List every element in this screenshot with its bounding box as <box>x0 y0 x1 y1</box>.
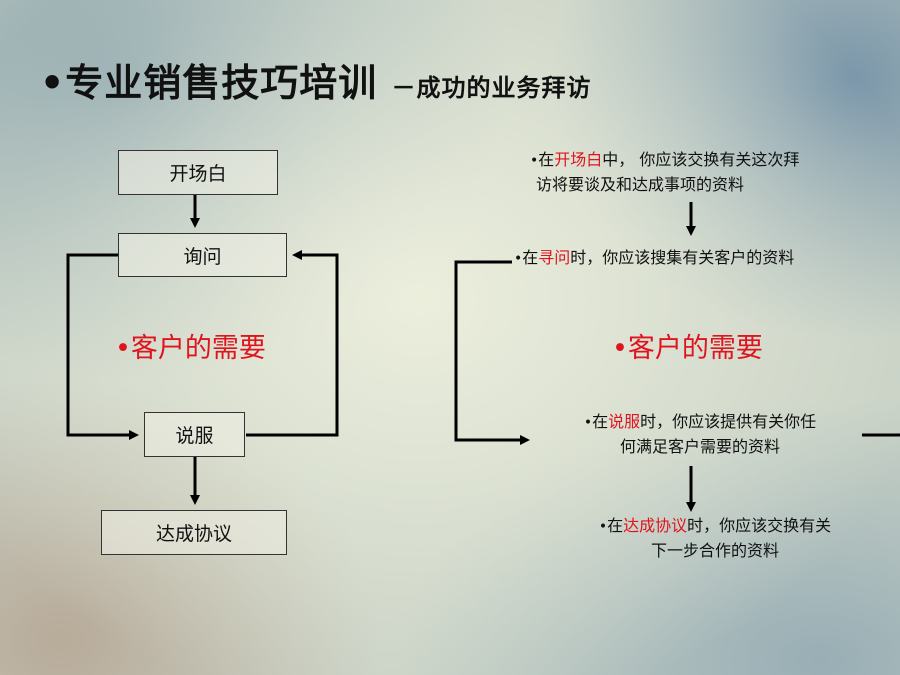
note-persuade-pre: 在 <box>592 412 609 431</box>
flow-box-persuade-label: 说服 <box>175 425 214 447</box>
note-agree-key: 达成协议 <box>623 516 688 535</box>
note-ask: •在寻问时，你应该搜集有关客户的资料 <box>514 248 795 267</box>
flow-box-agree: 达成协议 <box>101 510 287 555</box>
flow-box-ask: 询问 <box>118 233 287 277</box>
flow-center-need: •客户的需要 <box>115 333 266 364</box>
note-agree-pre: 在 <box>607 516 624 535</box>
note-opening-key: 开场白 <box>554 150 603 169</box>
note-opening-line2: 访将要谈及和达成事项的资料 <box>536 175 745 194</box>
note-agree-text: 时，你应该交换有关 <box>687 516 832 535</box>
flow-box-persuade: 说服 <box>144 412 245 457</box>
note-persuade: •在说服时，你应该提供有关你任 何满足客户需要的资料 <box>583 412 817 456</box>
note-center-need: •客户的需要 <box>612 333 763 364</box>
loop-left-ask-to-persuade <box>66 253 139 440</box>
note-opening: •在开场白中， 你应该交换有关这次拜 访将要谈及和达成事项的资料 <box>530 150 800 194</box>
note-ask-text: 时，你应该搜集有关客户的资料 <box>570 248 795 267</box>
title-main: •专业销售技巧培训 <box>40 60 378 105</box>
page-title: •专业销售技巧培训 －成功的业务拜访 <box>40 52 592 107</box>
flow-box-opening-label: 开场白 <box>169 163 227 185</box>
note-persuade-text: 时，你应该提供有关你任 <box>640 412 817 431</box>
loop-left-n2-to-n3 <box>454 260 530 445</box>
note-ask-pre: 在 <box>522 248 539 267</box>
flow-box-ask-label: 询问 <box>183 245 222 268</box>
note-persuade-key: 说服 <box>608 412 641 431</box>
loop-right-persuade-to-ask <box>246 250 339 437</box>
note-persuade-line2: 何满足客户需要的资料 <box>619 437 780 456</box>
note-opening-pre: 在 <box>538 150 555 169</box>
note-agree-line2: 下一步合作的资料 <box>650 541 779 560</box>
title-subtitle: －成功的业务拜访 <box>391 73 592 102</box>
flow-box-agree-label: 达成协议 <box>155 523 232 545</box>
note-agree: •在达成协议时，你应该交换有关 下一步合作的资料 <box>598 516 832 560</box>
note-opening-text: 中， 你应该交换有关这次拜 <box>602 150 800 169</box>
note-ask-key: 寻问 <box>538 248 571 267</box>
flow-box-opening: 开场白 <box>118 150 278 195</box>
